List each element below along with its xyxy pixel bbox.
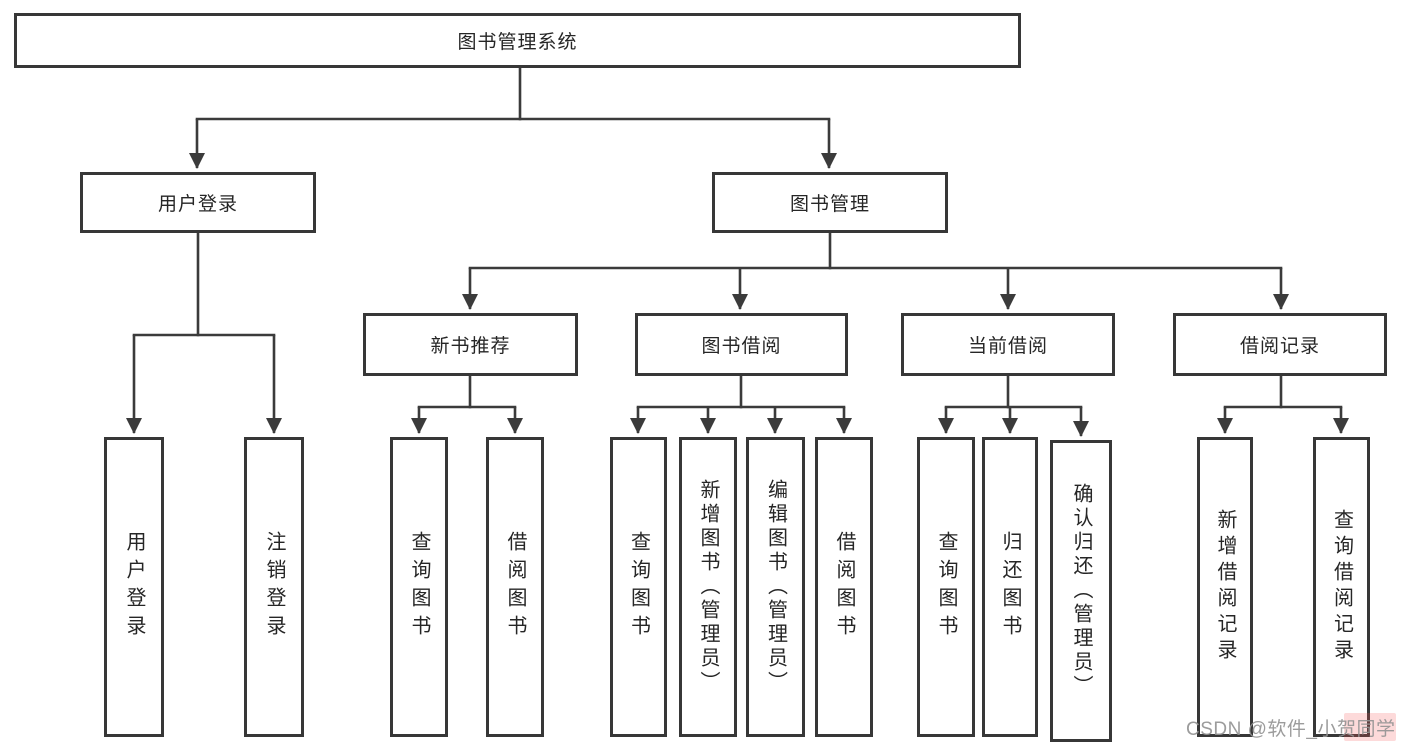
leaf-add-borrow-record: 新增借阅记录: [1197, 437, 1253, 737]
node-current-borrowing: 当前借阅: [901, 313, 1115, 376]
leaf-add-books-admin: 新增图书（管理员）: [679, 437, 737, 737]
leaf-query-borrow-record: 查询借阅记录: [1313, 437, 1370, 737]
leaf-logout: 注销登录: [244, 437, 304, 737]
watermark-accent: [1344, 713, 1396, 741]
leaf-borrow-books: 借阅图书: [815, 437, 873, 737]
leaf-query-books-current: 查询图书: [917, 437, 975, 737]
node-library-management-system: 图书管理系统: [14, 13, 1021, 68]
node-new-book-recommendation: 新书推荐: [363, 313, 578, 376]
node-user-login: 用户登录: [80, 172, 316, 233]
leaf-return-books: 归还图书: [982, 437, 1038, 737]
leaf-query-books-borrow: 查询图书: [610, 437, 667, 737]
node-book-borrowing: 图书借阅: [635, 313, 848, 376]
leaf-edit-books-admin: 编辑图书（管理员）: [746, 437, 805, 737]
leaf-borrow-books-recommend: 借阅图书: [486, 437, 544, 737]
node-book-management: 图书管理: [712, 172, 948, 233]
leaf-user-login: 用户登录: [104, 437, 164, 737]
csdn-watermark: CSDN @软件_小贺同学: [1186, 719, 1396, 740]
leaf-query-books-recommend: 查询图书: [390, 437, 448, 737]
node-borrowing-records: 借阅记录: [1173, 313, 1387, 376]
leaf-confirm-return-admin: 确认归还（管理员）: [1050, 440, 1112, 742]
